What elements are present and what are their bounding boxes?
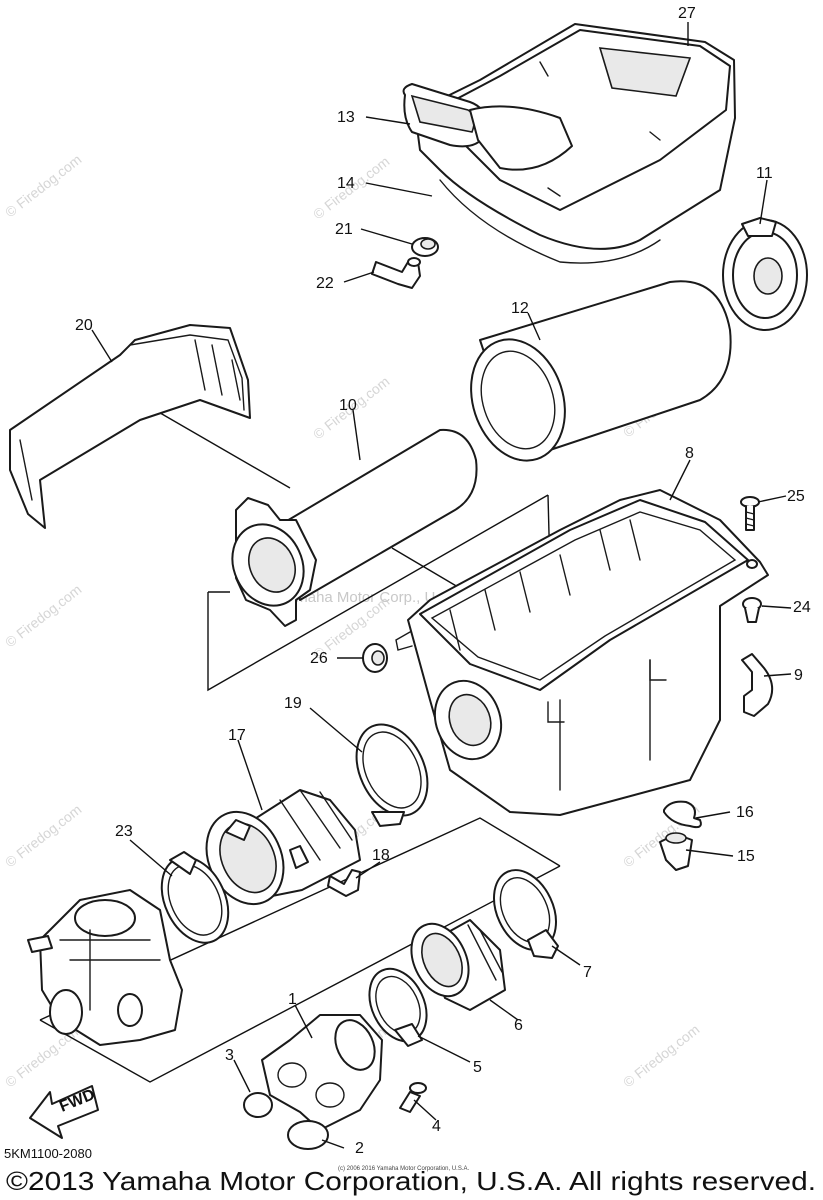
callout-16: 16	[736, 804, 754, 821]
heat-shield-20	[9, 324, 251, 529]
callout-3: 3	[225, 1047, 234, 1064]
copyright-notice: ©2013 Yamaha Motor Corporation, U.S.A. A…	[6, 1166, 816, 1196]
callout-2: 2	[355, 1140, 364, 1157]
clip-9	[741, 653, 774, 717]
callout-25: 25	[787, 488, 805, 505]
callout-26: 26	[310, 650, 328, 667]
watermark-center: Yamaha Motor Corp., U.S.A.	[278, 589, 468, 606]
diagram-number: 5KM1100-2080	[4, 1146, 92, 1161]
airbox-8	[395, 489, 769, 816]
grommet-26	[362, 643, 388, 673]
airbox-cap	[402, 23, 736, 264]
callout-6: 6	[514, 1017, 523, 1034]
callout-13: 13	[337, 109, 355, 126]
watermark: © Firedog.com	[2, 581, 84, 650]
callout-leaders	[91, 22, 792, 1149]
filter-10	[231, 428, 478, 627]
callout-20: 20	[75, 317, 93, 334]
fwd-arrow-icon: FWD	[29, 1085, 99, 1139]
joint-17	[205, 789, 361, 906]
callout-15: 15	[737, 848, 755, 865]
callout-14: 14	[337, 175, 355, 192]
screw-25	[740, 496, 760, 531]
callout-18: 18	[372, 847, 390, 864]
callout-27: 27	[678, 5, 696, 22]
band-5	[368, 967, 428, 1047]
callout-4: 4	[432, 1118, 441, 1135]
bolt-4	[399, 1082, 427, 1113]
elbow-22	[371, 257, 421, 289]
clamp-16	[663, 800, 702, 829]
callout-10: 10	[339, 397, 357, 414]
band-23	[160, 851, 230, 944]
clip-nut-24	[742, 597, 762, 623]
callout-11: 11	[756, 165, 773, 182]
callout-9: 9	[794, 667, 803, 684]
watermark: © Firedog.com	[2, 151, 84, 220]
callout-5: 5	[473, 1059, 482, 1076]
callout-7: 7	[583, 964, 592, 981]
callout-8: 8	[685, 445, 694, 462]
band-19	[355, 723, 429, 827]
callout-22: 22	[316, 275, 334, 292]
watermark: © Firedog.com	[2, 801, 84, 870]
small-print: (c) 2006 2016 Yamaha Motor Corporation, …	[338, 1166, 470, 1172]
callout-17: 17	[228, 727, 246, 744]
o-ring-3	[243, 1092, 273, 1118]
manifold-1	[261, 1014, 383, 1131]
callout-21: 21	[335, 221, 353, 238]
callout-23: 23	[115, 823, 133, 840]
elbow-18	[327, 869, 361, 897]
band-7	[493, 869, 559, 959]
callout-labels: 27 13 14 11 21 22 12 20 10 8 25 24 26 9 …	[75, 5, 811, 1157]
callout-12: 12	[511, 300, 529, 317]
carburetor	[27, 889, 183, 1046]
o-ring-2	[287, 1120, 329, 1150]
joint-6	[410, 919, 506, 1011]
drain-15	[659, 832, 693, 871]
end-cap-11	[722, 217, 808, 331]
callout-1: 1	[288, 991, 297, 1008]
watermark: © Firedog.com	[620, 1021, 702, 1090]
filter-12	[470, 280, 732, 462]
callout-19: 19	[284, 695, 302, 712]
callout-24: 24	[793, 599, 811, 616]
grommet-21	[411, 237, 439, 257]
